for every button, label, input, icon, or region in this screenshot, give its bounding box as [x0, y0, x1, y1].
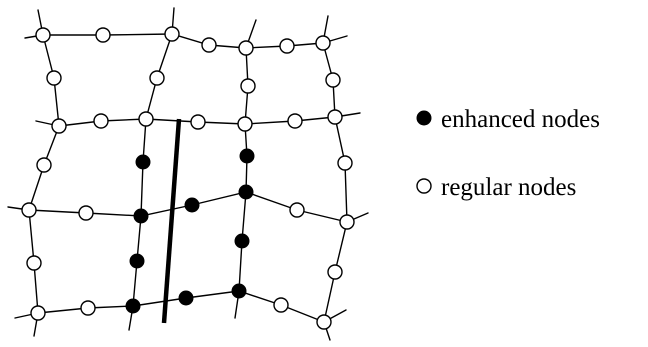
regular-node [273, 297, 289, 313]
regular-node [325, 72, 341, 88]
regular-node [287, 113, 303, 129]
regular-node-legend-icon [416, 178, 432, 194]
regular-node [36, 157, 52, 173]
regular-node [149, 70, 165, 86]
enhanced-node [184, 197, 200, 213]
enhanced-node [234, 233, 250, 249]
regular-node [327, 264, 343, 280]
enhanced-node [129, 253, 145, 269]
regular-node [315, 35, 331, 51]
regular-node [26, 255, 42, 271]
enhanced-node [231, 283, 247, 299]
enhanced-node [135, 154, 151, 170]
crack-line [161, 118, 182, 324]
regular-nodes-label: regular nodes [441, 174, 576, 201]
regular-node [339, 214, 355, 230]
regular-node [279, 38, 295, 54]
regular-node [93, 113, 109, 129]
regular-node [46, 70, 62, 86]
enhanced-nodes [125, 148, 255, 314]
enhanced-node [238, 184, 254, 200]
regular-node [240, 78, 256, 94]
enhanced-node [125, 298, 141, 314]
regular-node [337, 155, 353, 171]
enhanced-node [133, 208, 149, 224]
regular-nodes [21, 26, 355, 330]
regular-node [316, 314, 332, 330]
regular-node [138, 111, 154, 127]
regular-node [80, 300, 96, 316]
regular-node [289, 202, 305, 218]
regular-node [164, 26, 180, 42]
regular-node [21, 202, 37, 218]
regular-node [95, 27, 111, 43]
regular-node [30, 305, 46, 321]
regular-node [237, 116, 253, 132]
regular-node [190, 114, 206, 130]
regular-node [201, 37, 217, 53]
regular-node [51, 118, 67, 134]
mesh-lines [7, 7, 369, 341]
enhanced-node-legend-icon [416, 110, 432, 126]
regular-node [78, 205, 94, 221]
regular-node [35, 27, 51, 43]
enhanced-node [178, 290, 194, 306]
regular-node [238, 40, 254, 56]
legend: enhanced nodes regular nodes [416, 106, 600, 201]
enhanced-node [239, 148, 255, 164]
regular-node [327, 109, 343, 125]
enhanced-nodes-label: enhanced nodes [441, 106, 600, 133]
